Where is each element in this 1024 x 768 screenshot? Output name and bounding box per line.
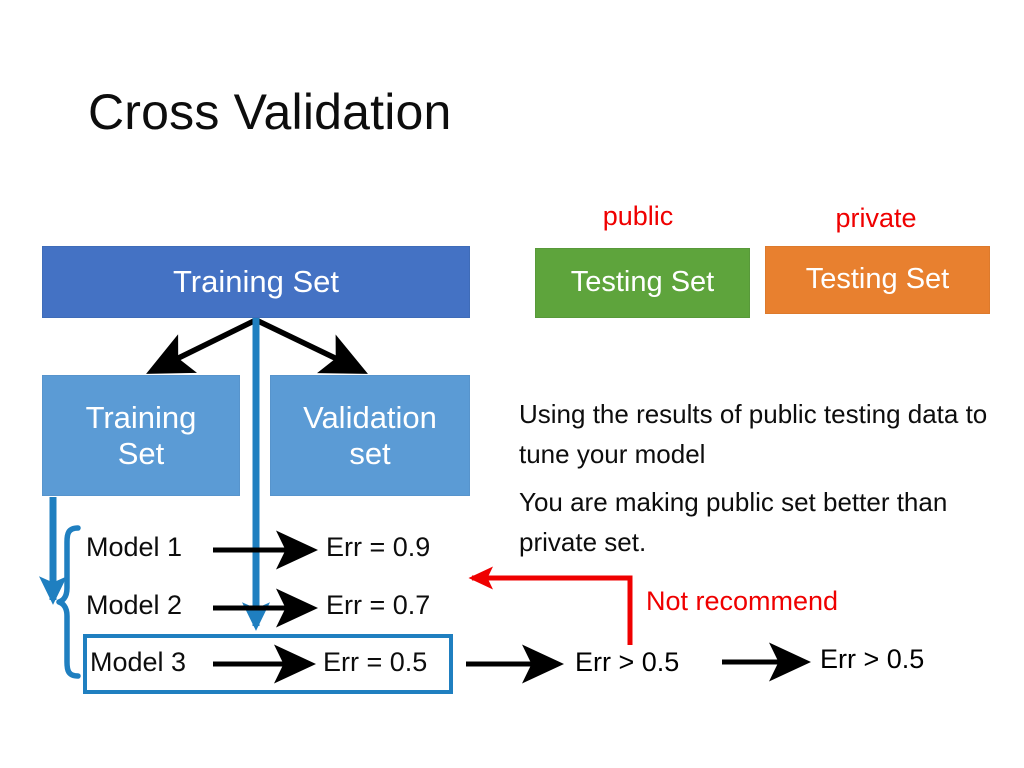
public-result-error: Err > 0.5 xyxy=(575,647,680,677)
model-2-error: Err = 0.7 xyxy=(326,590,431,620)
model-2-label: Model 2 xyxy=(86,590,183,620)
private-tag-label: private xyxy=(835,203,917,233)
training-subset-label-line2: Set xyxy=(117,435,165,471)
public-tag-label: public xyxy=(602,201,674,231)
page-title: Cross Validation xyxy=(88,84,452,140)
model-3-label: Model 3 xyxy=(90,647,187,677)
not-recommend-arrow xyxy=(468,566,633,645)
model-1-label: Model 1 xyxy=(86,532,183,562)
private-testing-set-box[interactable]: Testing Set xyxy=(765,246,990,314)
split-arrow-right xyxy=(254,317,368,374)
model-3-error: Err = 0.5 xyxy=(323,647,428,677)
public-testing-set-box[interactable]: Testing Set xyxy=(535,248,750,318)
private-result-error: Err > 0.5 xyxy=(820,644,925,674)
model-group-brace xyxy=(56,525,81,679)
training-set-box[interactable]: Training Set xyxy=(42,246,470,318)
note-paragraph-2: You are making public set better than pr… xyxy=(519,487,948,557)
validation-set-label: Validation set xyxy=(303,400,437,472)
public-testing-set-label: Testing Set xyxy=(570,266,715,299)
training-subset-box[interactable]: Training Set xyxy=(42,375,240,496)
training-subset-label: Training Set xyxy=(86,400,197,472)
validation-set-label-line2: set xyxy=(349,435,391,471)
private-testing-set-label: Testing Set xyxy=(805,263,950,296)
validation-set-box[interactable]: Validation set xyxy=(270,375,470,496)
model-1-error: Err = 0.9 xyxy=(326,532,431,562)
not-recommend-label: Not recommend xyxy=(646,586,839,616)
training-set-label: Training Set xyxy=(173,264,339,300)
training-subset-label-line1: Training xyxy=(85,399,197,435)
validation-set-label-line1: Validation xyxy=(303,399,437,435)
note-paragraph-1: Using the results of public testing data… xyxy=(519,399,988,469)
split-arrow-left xyxy=(146,317,258,374)
